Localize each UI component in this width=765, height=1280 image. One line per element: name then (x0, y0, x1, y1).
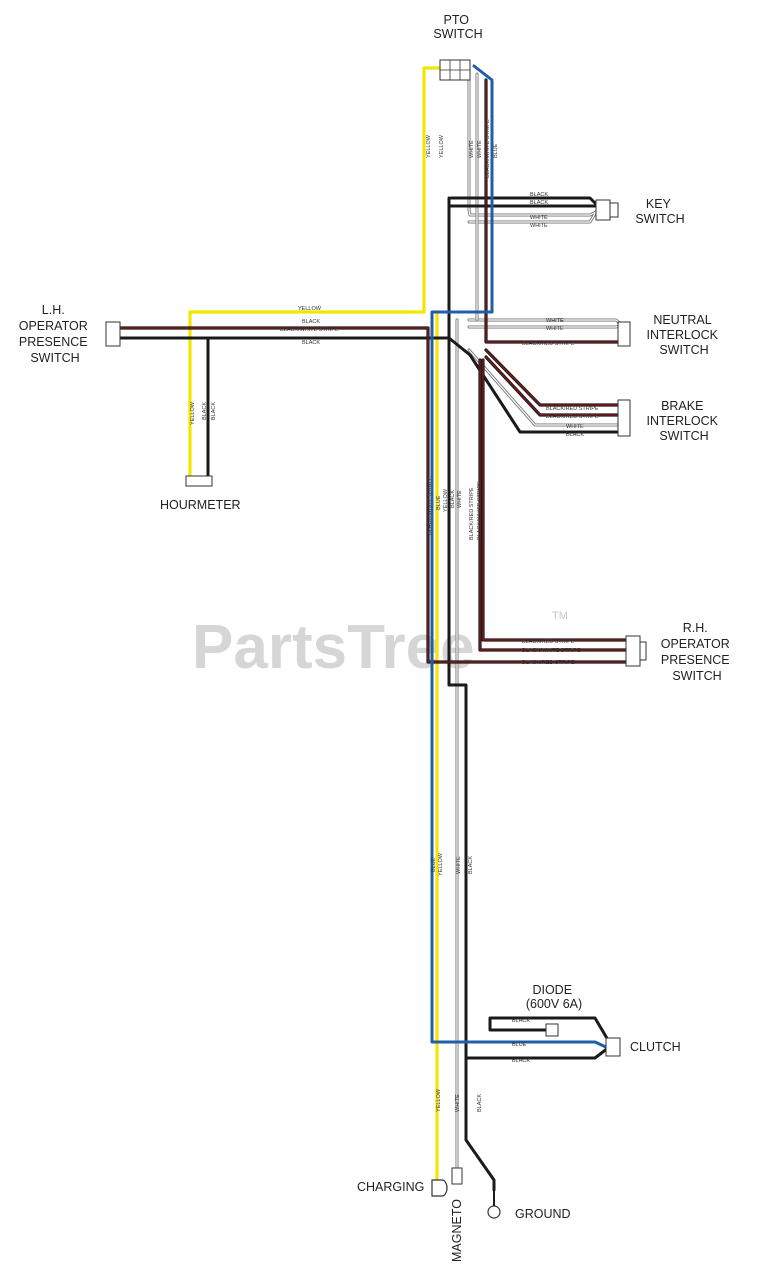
label-clutch: CLUTCH (630, 1040, 681, 1054)
wire-label-yellow-charging: YELLOW (436, 1088, 442, 1112)
wire-yellow-main (188, 66, 449, 1182)
wire-label-black-lh-2: BLACK (302, 340, 320, 346)
wire-label-white-brake: WHITE (566, 424, 584, 430)
wire-label-yellow-lower: YELLOW (438, 852, 444, 876)
wire-label-bw-stripe-pto: BLACK/WHITE STRIPE (485, 119, 491, 178)
wire-label-yellow-pto-2: YELLOW (439, 134, 445, 158)
wire-label-white-neutral-1: WHITE (546, 318, 564, 324)
label-pto-switch: PTO SWITCH (433, 13, 482, 41)
wire-label-white-trunk: WHITE (457, 490, 463, 508)
wire-label-black-ground: BLACK (477, 1094, 483, 1112)
wire-label-black-lh-1: BLACK (302, 319, 320, 325)
key-switch-connector (595, 199, 611, 221)
label-ground: GROUND (515, 1207, 571, 1221)
wire-label-white-key-2: WHITE (530, 223, 548, 229)
label-charging: CHARGING (357, 1180, 424, 1194)
wire-label-yellow-lh: YELLOW (298, 306, 322, 312)
label-lh-operator-presence: L.H. OPERATOR PRESENCE SWITCH (19, 303, 91, 365)
wire-label-black-trunk: BLACK (450, 490, 456, 508)
wire-label-yellow-pto-1: YELLOW (426, 134, 432, 158)
label-diode: DIODE (600V 6A) (526, 983, 582, 1011)
wire-label-white-pto-2: WHITE (477, 140, 483, 158)
label-brake-interlock: BRAKE INTERLOCK SWITCH (646, 399, 721, 443)
wire-label-bw-stripe-trunk-2: BLACK/WHITE STRIPE (477, 481, 483, 540)
label-hourmeter: HOURMETER (160, 498, 241, 512)
brake-interlock-connector (617, 399, 631, 437)
label-neutral-interlock: NEUTRAL INTERLOCK SWITCH (646, 313, 721, 357)
wire-label-black-key-1: BLACK (530, 192, 548, 198)
charging-connector (431, 1179, 448, 1197)
wire-label-br-stripe-rh-1: BLACK/RED STRIPE (522, 639, 575, 645)
diode-symbol (545, 1023, 559, 1037)
component-labels: PTO SWITCH KEY SWITCH NEUTRAL INTERLOCK … (19, 13, 733, 1262)
wire-label-bw-stripe-rh: BLACK/WHITE STRIPE (522, 648, 581, 654)
wire-label-br-stripe-trunk: BLACK/RED STRIPE (469, 487, 475, 540)
wire-label-white-pto-1: WHITE (469, 140, 475, 158)
wire-label-black-brake: BLACK (566, 432, 584, 438)
wire-label-bw-stripe-lh: BLACK/WHITE STRIPE (280, 327, 339, 333)
label-rh-operator-presence: R.H. OPERATOR PRESENCE SWITCH (661, 621, 733, 683)
connectors (105, 59, 647, 1219)
wire-label-blue-clutch: BLUE (512, 1042, 527, 1048)
wire-label-br-stripe-neutral: BLACK/RED STRIPE (522, 341, 575, 347)
neutral-interlock-connector (617, 321, 631, 347)
wire-label-black-hourmeter-2: BLACK (211, 402, 217, 420)
watermark-trademark: TM (552, 610, 568, 622)
wire-label-bw-stripe-trunk: BLACK/WHITE STRIPE (427, 476, 433, 535)
clutch-connector (605, 1037, 621, 1057)
wire-label-blue-pto: BLUE (493, 143, 499, 158)
lh-operator-presence-connector (105, 321, 121, 347)
rh-operator-presence-connector (625, 635, 641, 667)
wire-label-yellow-hourmeter: YELLOW (190, 401, 196, 425)
wire-label-br-stripe-brake-1: BLACK/RED STRIPE (546, 406, 599, 412)
wire-label-br-stripe-brake-2: BLACK/RED STRIPE (546, 414, 599, 420)
wire-labels: YELLOW BLACK BLACK/WHITE STRIPE BLACK BL… (190, 119, 599, 1112)
wire-label-white-neutral-2: WHITE (546, 326, 564, 332)
wire-label-yellow-trunk: YELLOW (443, 488, 449, 512)
wire-label-blue-trunk: BLUE (436, 495, 442, 510)
wire-label-black-clutch-1: BLACK (512, 1018, 530, 1024)
label-magneto: MAGNETO (450, 1199, 464, 1262)
wire-white-group (455, 72, 624, 1174)
wire-label-black-lower: BLACK (468, 856, 474, 874)
wire-label-br-stripe-rh-2: BLACK/RED STRIPE (522, 660, 575, 666)
wire-label-black-clutch-2: BLACK (512, 1058, 530, 1064)
label-key-switch: KEY SWITCH (635, 197, 684, 226)
hourmeter-connector (185, 475, 213, 487)
wire-black-red-stripe-group (118, 78, 628, 664)
magneto-connector (451, 1167, 463, 1185)
wire-label-blue-lower: BLUE (431, 857, 437, 872)
wire-blue (430, 64, 610, 1050)
wire-label-white-key-1: WHITE (530, 215, 548, 221)
wire-label-white-magneto: WHITE (455, 1094, 461, 1112)
ground-terminal (487, 1205, 501, 1219)
wire-label-black-hourmeter-1: BLACK (202, 402, 208, 420)
wire-label-white-lower: WHITE (456, 856, 462, 874)
wire-label-black-key-2: BLACK (530, 200, 548, 206)
